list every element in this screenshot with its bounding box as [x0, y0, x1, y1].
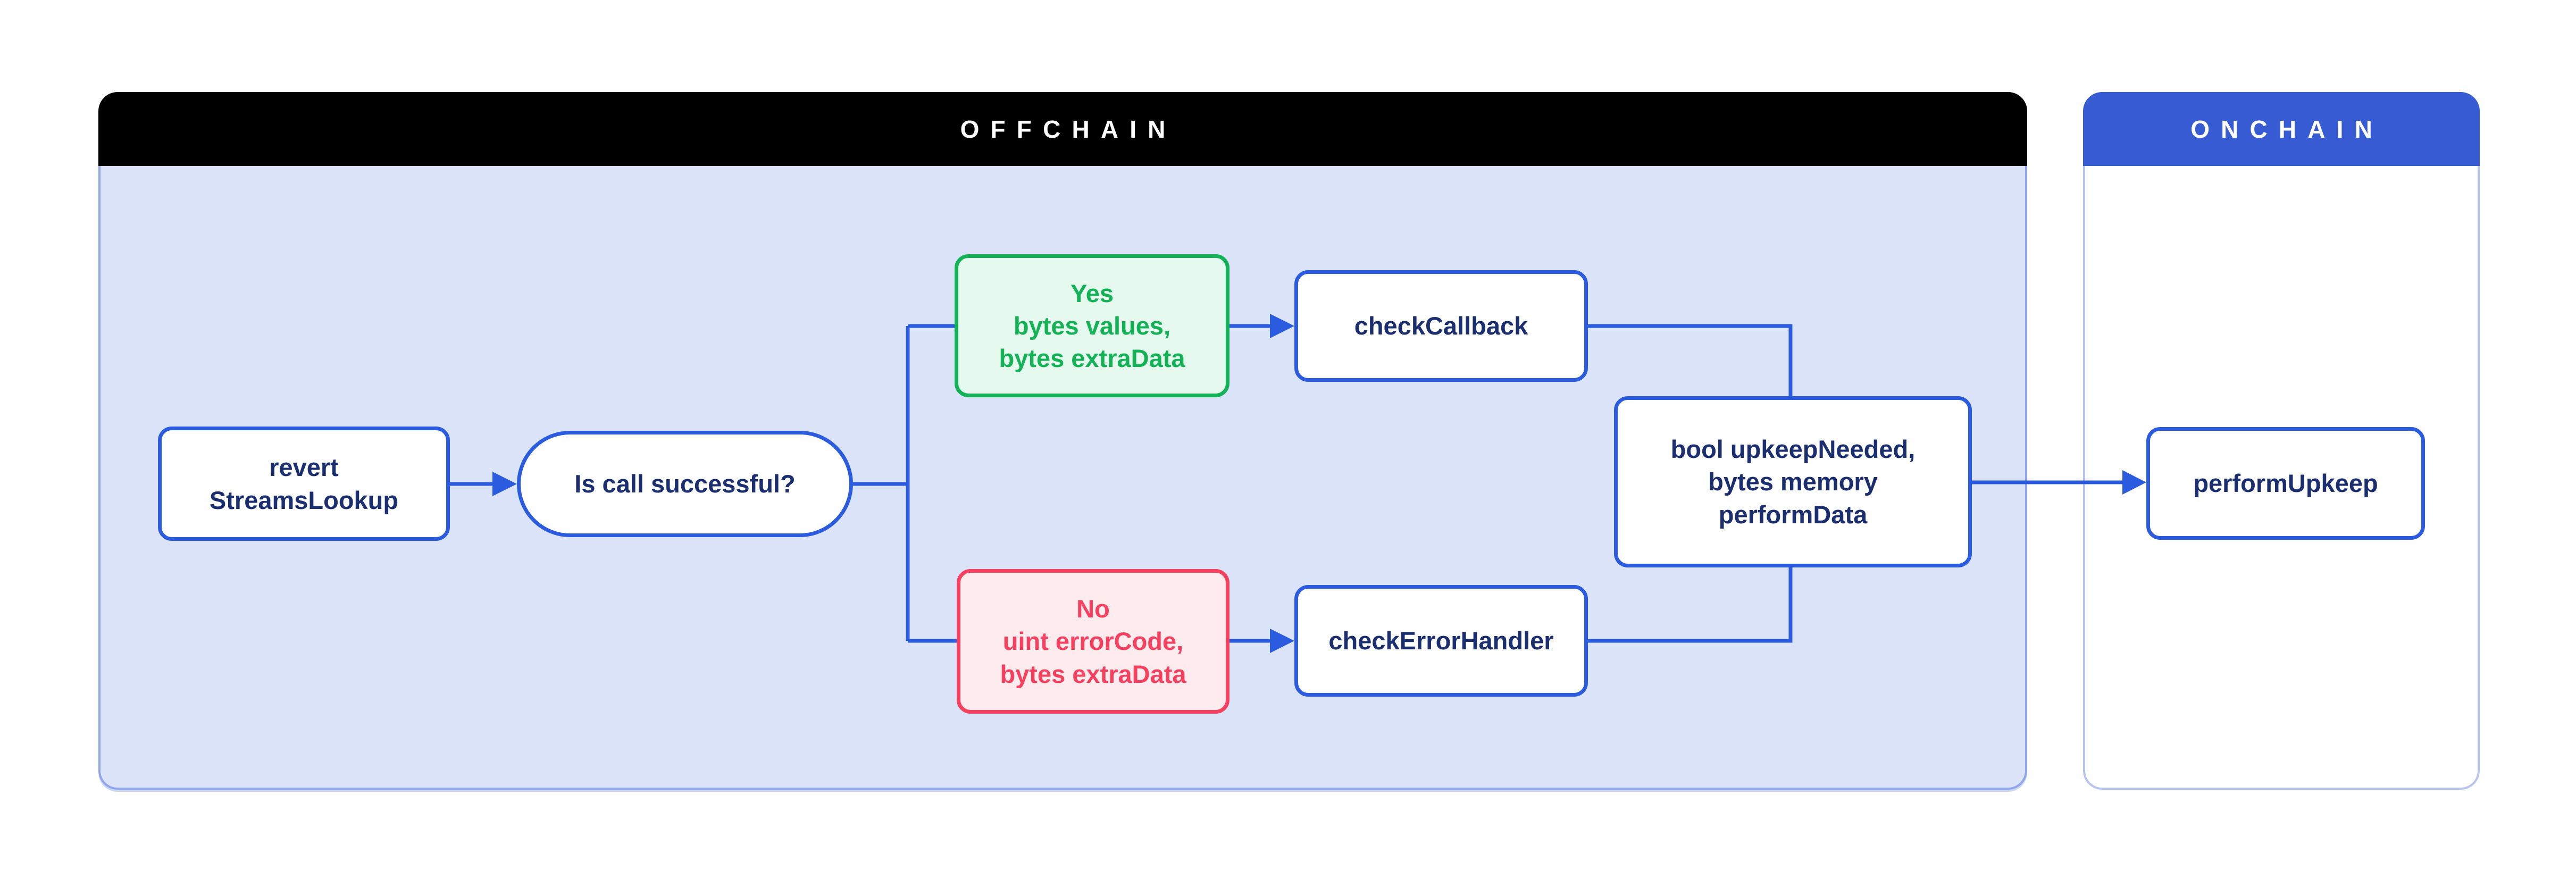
- arrowhead-into-checkcallback: [1270, 314, 1294, 338]
- node-check-callback-label: checkCallback: [1354, 312, 1528, 340]
- edge-checkerrorhandler-to-result: [1588, 564, 1793, 643]
- node-revert-streamslookup: revert StreamsLookup: [158, 427, 450, 541]
- node-perform-upkeep: performUpkeep: [2146, 427, 2425, 540]
- node-perform-upkeep-label: performUpkeep: [2193, 469, 2378, 498]
- offchain-title: OFFCHAIN: [960, 115, 1177, 143]
- arrowhead-into-performupkeep: [2122, 470, 2146, 495]
- arrowhead-into-decision: [492, 472, 517, 496]
- node-revert-label: revert StreamsLookup: [209, 453, 399, 514]
- node-upkeep-result: bool upkeepNeeded, bytes memory performD…: [1614, 396, 1972, 567]
- node-yes-branch: Yes bytes values, bytes extraData: [955, 254, 1230, 397]
- node-no-label: No uint errorCode, bytes extraData: [1000, 595, 1186, 688]
- arrowhead-into-checkerrorhandler: [1270, 629, 1294, 653]
- onchain-title: ONCHAIN: [2190, 115, 2383, 143]
- node-is-call-successful: Is call successful?: [517, 431, 853, 537]
- node-no-branch: No uint errorCode, bytes extraData: [957, 569, 1230, 714]
- node-check-error-handler-label: checkErrorHandler: [1328, 626, 1554, 655]
- node-yes-label: Yes bytes values, bytes extraData: [999, 279, 1185, 373]
- node-upkeep-result-label: bool upkeepNeeded, bytes memory performD…: [1670, 435, 1916, 529]
- onchain-header: ONCHAIN: [2083, 92, 2480, 166]
- offchain-header: OFFCHAIN: [98, 92, 2027, 166]
- node-decision-label: Is call successful?: [574, 470, 796, 498]
- node-check-error-handler: checkErrorHandler: [1294, 585, 1588, 697]
- edge-checkcallback-to-result: [1588, 324, 1793, 400]
- node-check-callback: checkCallback: [1294, 270, 1588, 382]
